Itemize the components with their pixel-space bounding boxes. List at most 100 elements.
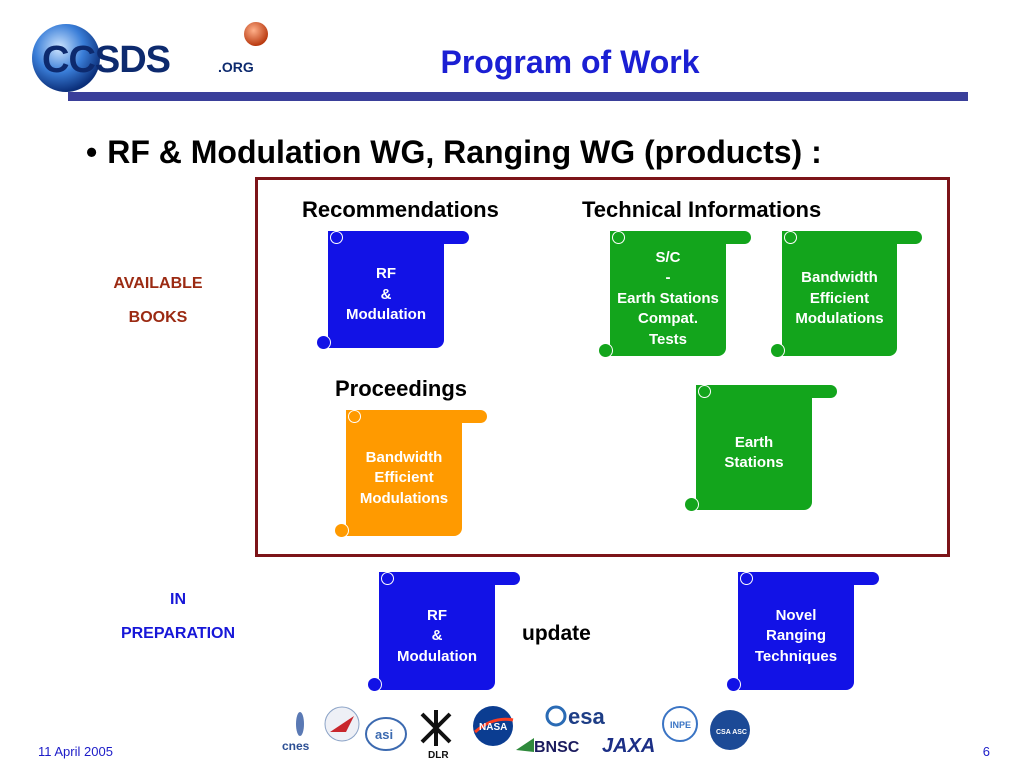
book-label-line: S/C <box>655 248 681 266</box>
book-body <box>738 572 854 690</box>
jaxa-logo-text: JAXA <box>602 735 655 757</box>
book-top-roll <box>346 410 487 423</box>
esa-logo-text: esa <box>568 704 605 729</box>
book-label-line: - <box>665 269 671 287</box>
book-top-curl-icon <box>784 231 797 244</box>
page-number: 6 <box>982 744 990 759</box>
agency-logos: cnes asi DLR NASA esa BNSC JAXA INPE CSA… <box>282 704 750 761</box>
jaxa-logo: JAXA <box>602 735 655 757</box>
book-bottom-curl-icon <box>684 497 699 512</box>
book-label-line: Novel <box>775 606 817 624</box>
book-label-line: Modulation <box>346 306 426 324</box>
book-bottom-curl-icon <box>770 343 785 358</box>
cnes-logo: cnes <box>282 712 310 753</box>
book-bottom-curl-icon <box>726 677 741 692</box>
book-body <box>610 231 726 356</box>
dlr-logo: DLR <box>420 710 452 761</box>
book-label: RF & Modulation <box>379 585 495 688</box>
book-label-line: Tests <box>648 330 688 348</box>
book-label-line: Earth <box>734 433 774 451</box>
asi-logo: asi <box>365 717 407 751</box>
book-body <box>328 231 444 348</box>
book-bottom-curl-icon <box>316 335 331 350</box>
book-label: RF & Modulation <box>328 244 444 346</box>
book-body <box>696 385 812 510</box>
available-line2: BOOKS <box>128 309 188 326</box>
book-label-line: RF <box>376 265 396 283</box>
nasa-logo-text: NASA <box>479 722 507 733</box>
book-top-roll <box>328 231 469 244</box>
book-label-line: Modulations <box>359 489 449 507</box>
book-top-curl-icon <box>612 231 625 244</box>
book-top-roll <box>379 572 520 585</box>
bullet-marker: • <box>86 134 98 170</box>
book-label-line: & <box>431 627 443 645</box>
dlr-logo-text: DLR <box>428 750 449 761</box>
book-top-curl-icon <box>740 572 753 585</box>
available-books-label: AVAILABLE BOOKS <box>88 267 228 335</box>
book-top-curl-icon <box>348 410 361 423</box>
book-label-line: Modulations <box>795 310 884 328</box>
book-top-roll <box>782 231 922 244</box>
update-label: update <box>522 622 591 645</box>
bullet-text: RF & Modulation WG, Ranging WG (products… <box>107 134 822 170</box>
available-books-frame <box>255 177 950 557</box>
book-label-line: Earth Stations <box>617 289 719 307</box>
prep-line1: IN <box>170 591 186 608</box>
book-label-line: Techniques <box>754 647 838 665</box>
book-bottom-curl-icon <box>367 677 382 692</box>
book-label-line: & <box>380 285 392 303</box>
csa-logo: CSA ASC <box>710 710 750 750</box>
book-body <box>782 231 897 356</box>
bnsc-logo-text: BNSC <box>534 739 580 756</box>
inpe-logo: INPE <box>662 706 698 742</box>
proceedings-heading: Proceedings <box>335 376 468 401</box>
esa-logo: esa <box>545 704 605 729</box>
book-label-line: Ranging <box>766 627 826 645</box>
book-label-line: Efficient <box>809 289 870 307</box>
book-bottom-curl-icon <box>598 343 613 358</box>
available-line1: AVAILABLE <box>113 275 203 292</box>
book-label-line: Compat. <box>638 310 698 328</box>
page-title: Program of Work <box>440 44 700 80</box>
book-rf-modulation-update: RF & Modulation <box>367 572 520 692</box>
book-label-line: Bandwidth <box>365 448 443 466</box>
cnes-logo-text: cnes <box>282 739 310 753</box>
book-label-line: Stations <box>724 454 784 471</box>
book-top-roll <box>610 231 751 244</box>
technical-informations-heading: Technical Informations <box>582 197 822 222</box>
book-top-curl-icon <box>330 231 343 244</box>
logo-wordmark: CCSDS <box>42 39 170 81</box>
logo-suffix: .ORG <box>218 59 254 75</box>
book-label-line: RF <box>427 606 447 624</box>
title-divider <box>68 92 968 101</box>
book-label-line: Efficient <box>374 469 434 487</box>
book-top-roll <box>738 572 879 585</box>
in-preparation-label: IN PREPARATION <box>98 583 258 651</box>
recommendations-heading: Recommendations <box>302 197 499 222</box>
nasa-logo: NASA <box>473 706 514 746</box>
book-top-roll <box>696 385 837 398</box>
prep-line2: PREPARATION <box>120 625 236 642</box>
rocket-agency-logo <box>324 706 360 742</box>
book-bottom-curl-icon <box>334 523 349 538</box>
inpe-logo-text: INPE <box>670 720 691 730</box>
book-top-curl-icon <box>381 572 394 585</box>
book-label-line: Modulation <box>397 647 477 665</box>
asi-logo-text: asi <box>375 727 393 742</box>
book-label-line: Bandwidth <box>801 269 878 287</box>
bnsc-logo: BNSC <box>516 738 580 756</box>
csa-logo-text: CSA ASC <box>716 729 747 736</box>
book-body <box>346 410 462 536</box>
bullet-item: •RF & Modulation WG, Ranging WG (product… <box>86 132 822 172</box>
